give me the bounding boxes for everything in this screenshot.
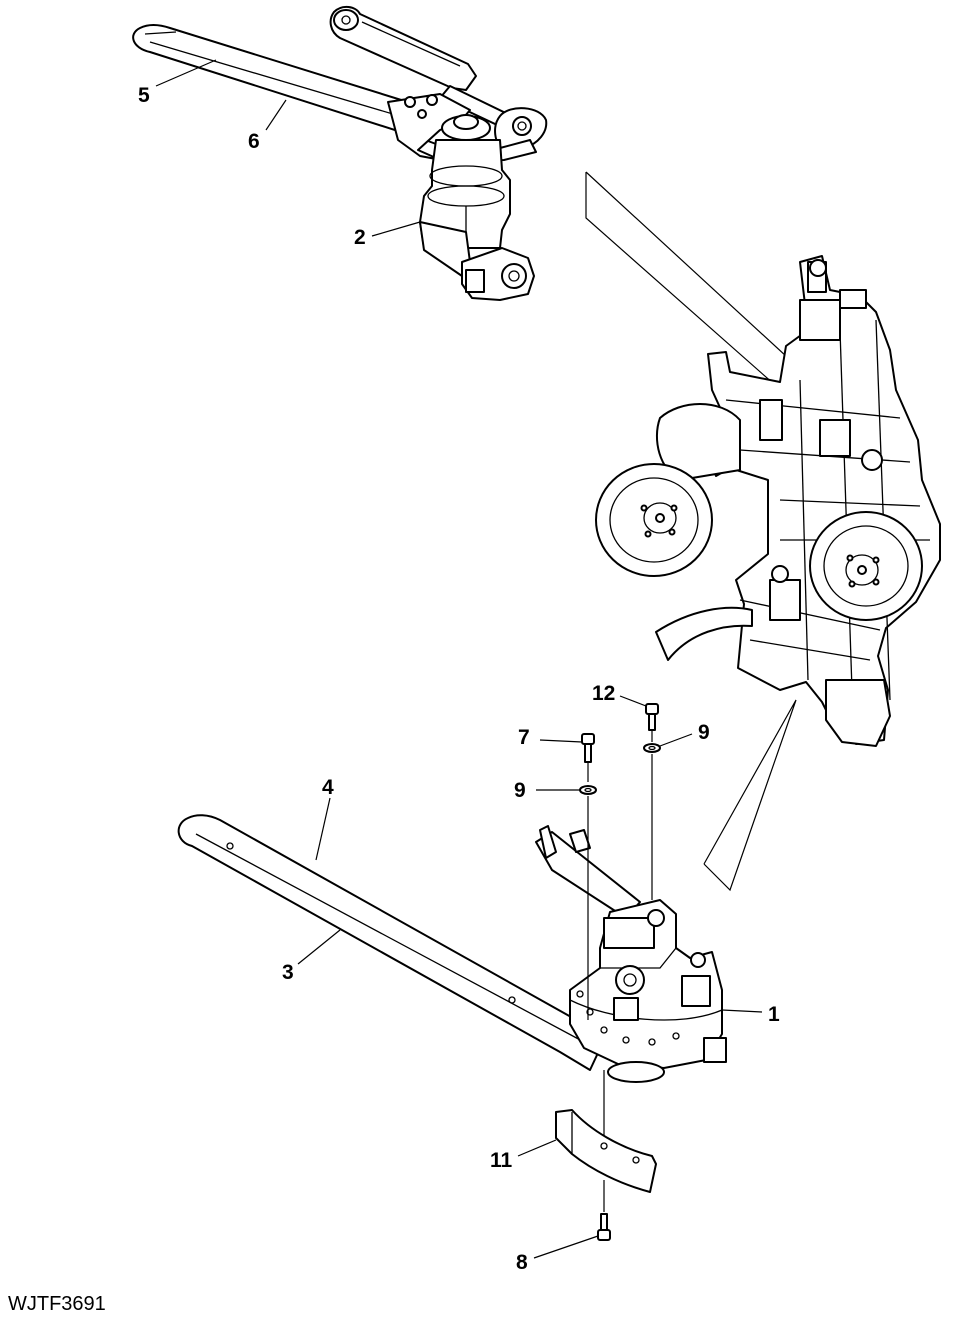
callout-9-left: 9 xyxy=(514,779,526,802)
washer-9-left xyxy=(579,785,597,795)
bolt-7 xyxy=(581,733,595,763)
callout-1: 1 xyxy=(768,1003,780,1026)
callout-8: 8 xyxy=(516,1251,528,1274)
callout-leader-lines xyxy=(155,59,763,1259)
right-drive-wheel xyxy=(809,511,923,621)
figure-code: WJTF3691 xyxy=(8,1293,106,1315)
fasteners-and-shield xyxy=(555,703,661,1241)
callout-9-right: 9 xyxy=(698,721,710,744)
callout-5: 5 xyxy=(138,84,150,107)
callout-4: 4 xyxy=(322,776,334,799)
lower-tine-bar xyxy=(177,814,605,1071)
machine-frame xyxy=(703,255,941,745)
lower-tine-arm-assembly xyxy=(177,814,727,1083)
upper-tine-arm-assembly xyxy=(132,6,548,301)
callout-12: 12 xyxy=(592,682,616,705)
callout-2: 2 xyxy=(354,226,366,249)
shield-11 xyxy=(555,1109,657,1193)
washer-9-right xyxy=(643,743,661,753)
left-drive-wheel xyxy=(595,463,713,577)
callout-11: 11 xyxy=(490,1149,513,1172)
bolt-8 xyxy=(597,1213,611,1241)
callout-7: 7 xyxy=(518,726,530,749)
bolt-12 xyxy=(645,703,659,731)
callout-3: 3 xyxy=(282,961,294,984)
hydraulic-cylinder xyxy=(329,6,477,91)
callout-6: 6 xyxy=(248,130,260,153)
machine-reference-view xyxy=(585,171,941,892)
